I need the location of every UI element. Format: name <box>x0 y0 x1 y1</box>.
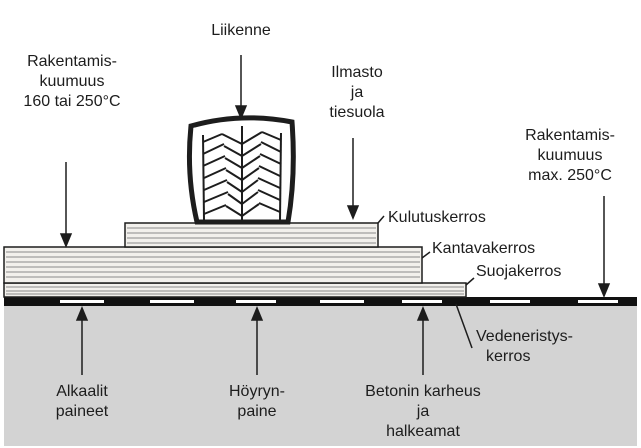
leader-lines <box>377 215 475 349</box>
alkali-label: Alkaalit paineet <box>55 383 109 420</box>
membrane-gaps <box>60 300 618 303</box>
climate-label: Ilmasto ja tiesuola <box>329 64 385 121</box>
arrows <box>59 55 611 375</box>
wearing-layer-stripes <box>127 227 376 244</box>
protective-layer <box>3 282 467 298</box>
base-layer-stripes <box>6 251 420 278</box>
waterproofing-label: Vedeneristys- kerros <box>476 328 573 365</box>
base-layer-leader <box>421 251 431 259</box>
concrete-label: Betonin karheus ja halkeamat <box>365 383 481 440</box>
tire-icon <box>186 115 296 225</box>
construction-heat-right-label: Rakentamis- kuumuus max. 250°C <box>525 127 615 184</box>
base-layer-label: Kantavakerros <box>432 240 536 257</box>
traffic-label: Liikenne <box>211 22 271 39</box>
wearing-layer-leader <box>377 215 385 224</box>
waterproofing-leader <box>455 303 473 349</box>
concrete-deck <box>4 306 637 446</box>
protective-layer-leader <box>465 277 475 286</box>
protective-layer-stripes <box>6 286 464 295</box>
vapour-label: Höyryn- paine <box>228 383 285 420</box>
wearing-layer-label: Kulutuskerros <box>388 209 486 226</box>
protective-layer-label: Suojakerros <box>476 263 562 280</box>
construction-heat-left-label: Rakentamis- kuumuus 160 tai 250°C <box>23 53 121 110</box>
